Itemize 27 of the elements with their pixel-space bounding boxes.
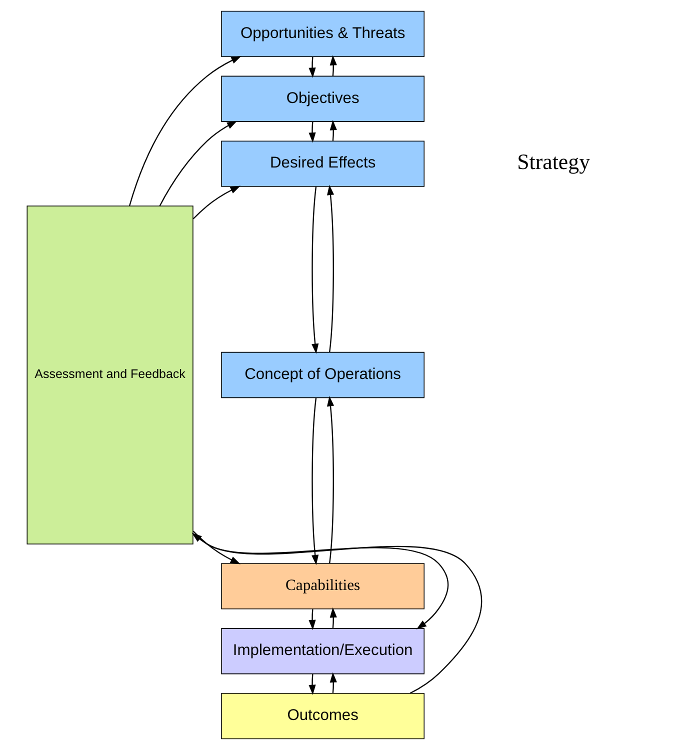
arrow (192, 532, 482, 694)
arrow (308, 674, 316, 695)
arrow (326, 184, 334, 352)
arrow (308, 56, 316, 78)
arrow (330, 55, 337, 76)
arrow (192, 533, 449, 630)
arrow (192, 186, 241, 220)
arrow (326, 396, 334, 564)
node-box: Outcomes (221, 692, 424, 740)
node-box: Opportunities & Threats (221, 10, 424, 58)
arrow (330, 607, 337, 628)
arrow (192, 530, 241, 564)
arrow (312, 186, 319, 354)
node-box: Concept of Operations (221, 352, 424, 398)
arrow (128, 56, 242, 206)
arrow (330, 120, 337, 142)
node-box: Implementation/Execution (221, 628, 424, 674)
node-box: Objectives (221, 76, 424, 122)
label: Strategy (517, 149, 590, 174)
arrow (159, 120, 238, 206)
node-box: Desired Effects (221, 140, 424, 187)
node-box: Assessment and Feedback (26, 206, 194, 544)
arrow (308, 609, 316, 630)
arrow (308, 122, 316, 143)
arrow (312, 398, 319, 566)
node-box: Capabilities (221, 563, 424, 610)
arrow (330, 672, 337, 694)
